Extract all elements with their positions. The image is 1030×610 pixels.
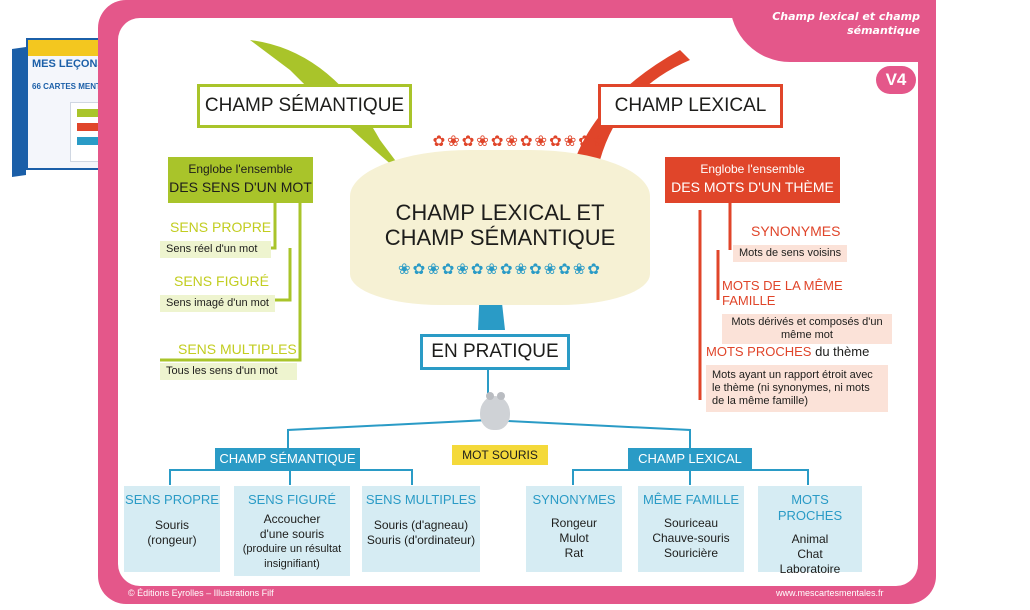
semantic-intro: Englobe l'ensemble DES SENS D'UN MOT (168, 157, 313, 203)
practice-col-6: MOTS PROCHES Animal Chat Laboratoire (758, 486, 862, 576)
flower-row-bottom: ❀✿❀✿❀✿❀✿❀✿❀✿❀✿ (398, 261, 602, 278)
practice-col-5: MÊME FAMILLE Souriceau Chauve-souris Sou… (638, 486, 744, 572)
corner-title: Champ lexical et champ sémantique (772, 10, 920, 37)
corner-tab (730, 0, 936, 62)
semantic-item-3: SENS MULTIPLES Tous les sens d'un mot (160, 342, 297, 380)
lexical-item-3-suffix: du thème (815, 344, 870, 359)
practice-word: MOT SOURIS (452, 445, 548, 465)
practice-col-4: SYNONYMES Rongeur Mulot Rat (526, 486, 622, 572)
lexical-title: CHAMP LEXICAL (598, 84, 783, 128)
practice-title: EN PRATIQUE (420, 334, 570, 370)
lexical-item-3: MOTS PROCHES du thème Mots ayant un rapp… (706, 344, 888, 412)
footer-website[interactable]: www.mescartesmentales.fr (776, 588, 884, 598)
semantic-item-1: SENS PROPRE Sens réel d'un mot (160, 220, 272, 258)
semantic-title: CHAMP SÉMANTIQUE (197, 84, 412, 128)
center-title: CHAMP LEXICAL ET CHAMP SÉMANTIQUE (384, 200, 616, 250)
mouse-icon (480, 392, 510, 430)
practice-lexical-chip: CHAMP LEXICAL (628, 448, 752, 470)
practice-col-3: SENS MULTIPLES Souris (d'agneau) Souris … (362, 486, 480, 572)
version-badge: V4 (876, 66, 916, 94)
flower-row-top: ✿❀✿❀✿❀✿❀✿❀✿❀ (432, 133, 608, 150)
practice-semantic-chip: CHAMP SÉMANTIQUE (215, 448, 360, 470)
lexical-item-2: MOTS DE LA MÊME FAMILLE Mots dérivés et … (722, 278, 892, 344)
lexical-item-3-head: MOTS PROCHES (706, 344, 812, 359)
lexical-item-1: SYNONYMES Mots de sens voisins (733, 224, 848, 262)
product-count: 66 CARTES MENTALES (32, 82, 122, 91)
lexical-intro: Englobe l'ensemble DES MOTS D'UN THÈME (665, 157, 840, 203)
practice-col-2: SENS FIGURÉ Accoucher d'une souris (prod… (234, 486, 350, 576)
practice-col-1: SENS PROPRE Souris (rongeur) (124, 486, 220, 572)
center-banner (350, 150, 650, 305)
semantic-item-2: SENS FIGURÉ Sens imagé d'un mot (160, 274, 275, 312)
footer-credit: © Éditions Eyrolles – Illustrations Filf (128, 588, 274, 598)
